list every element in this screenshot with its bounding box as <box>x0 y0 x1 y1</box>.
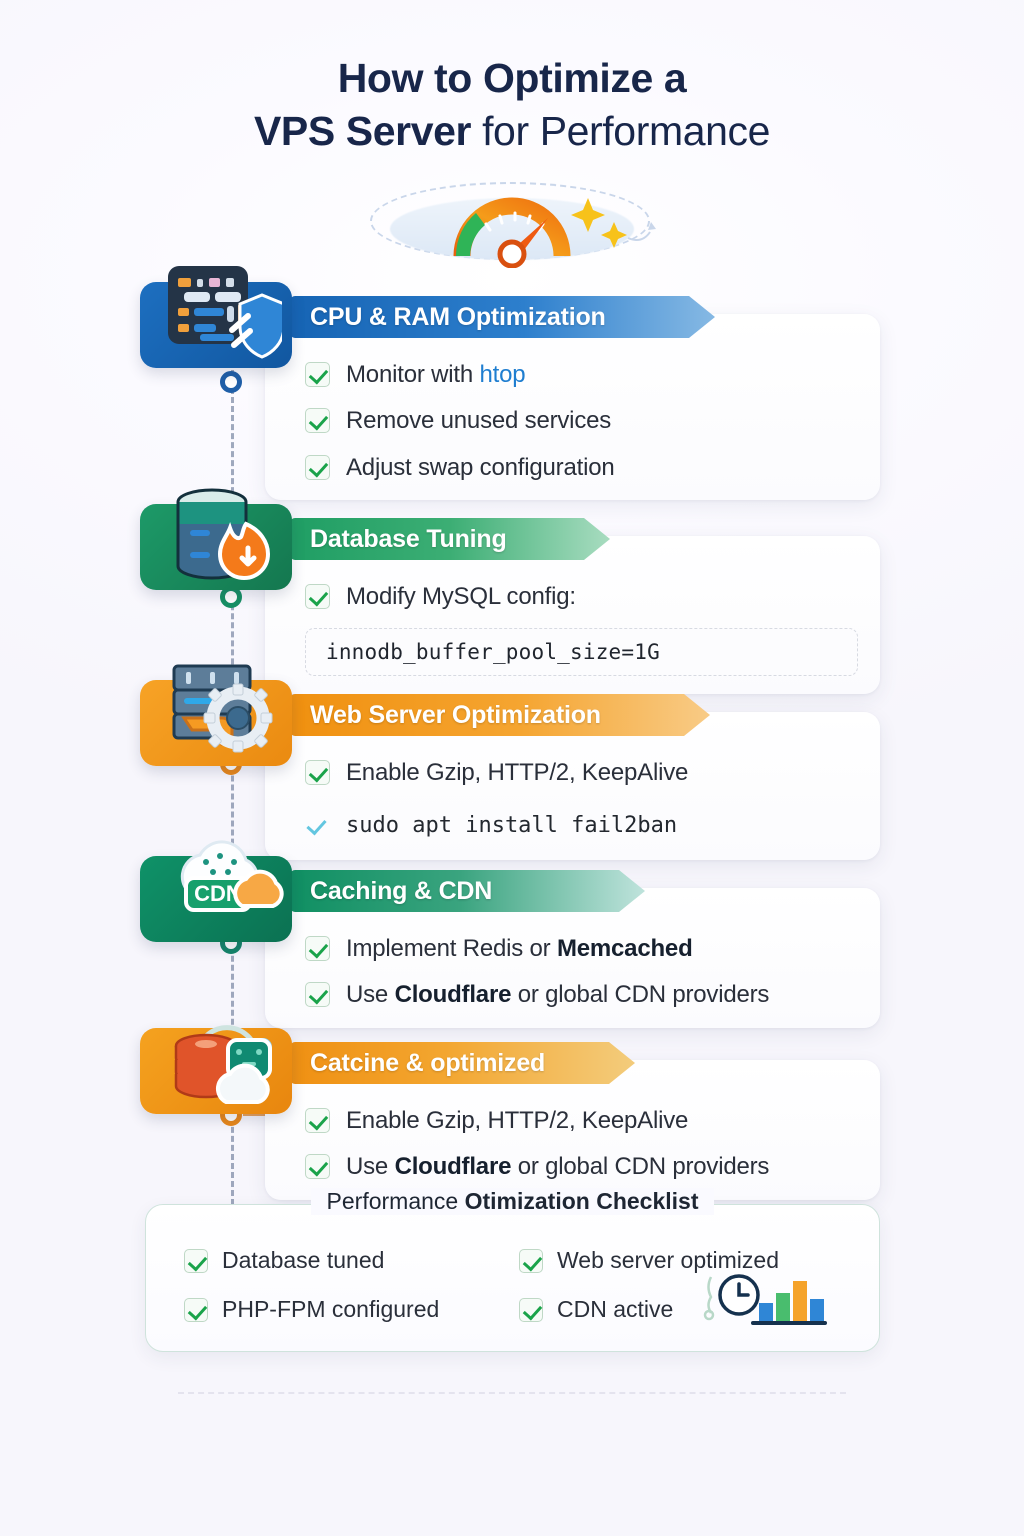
check-label-accent: htop <box>479 361 526 388</box>
section-header-ribbon: Catcine & optimized <box>290 1042 635 1084</box>
clock-bar-chart-icon <box>703 1274 827 1325</box>
check-label-prefix: Use <box>346 981 395 1009</box>
check-label-prefix: Monitor with <box>346 361 480 388</box>
checkbox-icon <box>305 1108 330 1134</box>
checkbox-icon <box>305 982 330 1008</box>
checklist-item: Web server optimized <box>519 1247 844 1274</box>
command-label: sudo apt install fail2ban <box>346 813 678 839</box>
check-label-bold: Cloudflare <box>394 1153 512 1181</box>
checklist-item: CDN active <box>519 1296 844 1323</box>
checklist-title: Performance Otimization Checklist <box>310 1188 715 1215</box>
hero-illustration <box>352 160 672 268</box>
checkbox-icon <box>519 1248 543 1273</box>
checkbox-icon <box>305 760 330 786</box>
checklist-label: Database tuned <box>222 1247 385 1273</box>
checklist-title-b: Otimization <box>464 1188 597 1214</box>
check-label-prefix: Use <box>346 1153 395 1181</box>
checkbox-icon <box>305 936 330 962</box>
check-label-bold: Memcached <box>556 935 693 962</box>
check-label: Adjust swap configuration <box>346 453 615 481</box>
checklist-item: Database tuned <box>184 1247 519 1274</box>
timeline <box>231 370 235 1205</box>
checkbox-icon <box>305 454 330 480</box>
server-dashboard-shield-icon <box>168 266 282 359</box>
section-header-ribbon: Web Server Optimization <box>290 694 710 736</box>
check-label-suffix: or global CDN providers <box>511 1153 770 1181</box>
check-label: Modify MySQL config: <box>346 583 576 610</box>
light-check-icon <box>305 813 330 838</box>
checklist-label: CDN active <box>557 1296 674 1322</box>
check-label: Enable Gzip, HTTP/2, KeepAlive <box>346 1107 689 1134</box>
checkbox-icon <box>519 1297 543 1322</box>
checklist-item: PHP-FPM configured <box>184 1296 519 1323</box>
checkbox-icon <box>305 584 330 610</box>
title-lead: VPS Server <box>253 108 472 154</box>
section-header-label: Database Tuning <box>310 524 507 553</box>
check-item: Monitor with htop <box>305 360 858 389</box>
checklist-grid: Database tuned Web server optimized PHP-… <box>184 1247 844 1323</box>
check-label-suffix: or global CDN providers <box>511 981 770 1009</box>
page-title: How to Optimize a VPS Server for Perform… <box>0 52 1024 158</box>
check-item: Remove unused services <box>305 406 858 435</box>
check-label-bold: Cloudflare <box>394 981 512 1009</box>
cdn-cloud-icon: CDN <box>180 840 284 912</box>
config-code-block: innodb_buffer_pool_size=1G <box>305 628 858 677</box>
check-label-prefix: Implement Redis or <box>346 935 557 962</box>
checklist-title-c: Checklist <box>596 1188 699 1214</box>
title-line-2: VPS Server for Performance <box>0 105 1024 158</box>
checkbox-icon <box>184 1297 208 1322</box>
section-header-ribbon: Database Tuning <box>290 518 610 560</box>
section-header-label: CPU & RAM Optimization <box>310 302 606 331</box>
check-item: Adjust swap configuration <box>305 453 858 482</box>
checklist-label: Web server optimized <box>557 1247 779 1273</box>
checkbox-icon <box>305 362 330 388</box>
check-label: Monitor with htop <box>346 360 526 389</box>
section-body-card: Enable Gzip, HTTP/2, KeepAlive sudo apt … <box>265 712 880 861</box>
check-item: Modify MySQL config: <box>305 582 858 611</box>
section-body-card: Monitor with htop Remove unused services… <box>265 314 880 500</box>
check-item: Enable Gzip, HTTP/2, KeepAlive <box>305 758 858 787</box>
redis-stack-cloud-icon <box>174 1025 272 1104</box>
server-rack-gear-icon <box>172 664 273 753</box>
section-header-label: Caching & CDN <box>310 876 493 905</box>
title-rest: for Performance <box>471 108 771 154</box>
database-flame-icon <box>176 488 271 581</box>
checklist-label: PHP-FPM configured <box>222 1296 440 1322</box>
check-label: Remove unused services <box>346 407 612 435</box>
section-body-card: Enable Gzip, HTTP/2, KeepAlive Use Cloud… <box>265 1060 880 1200</box>
section-header-ribbon: CPU & RAM Optimization <box>290 296 715 338</box>
command-item: sudo apt install fail2ban <box>305 813 858 838</box>
timeline-line <box>231 370 234 1205</box>
speedometer-gauge-icon <box>453 197 656 268</box>
checklist-title-a: Performance <box>326 1188 465 1214</box>
check-item: Enable Gzip, HTTP/2, KeepAlive <box>305 1106 858 1135</box>
check-item: Implement Redis or Memcached <box>305 934 858 963</box>
check-label: Implement Redis or Memcached <box>346 934 693 963</box>
check-label: Use Cloudflare or global CDN providers <box>346 1152 769 1181</box>
footer-divider <box>178 1392 846 1394</box>
title-line-1: How to Optimize a <box>337 55 687 101</box>
checkbox-icon <box>184 1248 208 1273</box>
check-item: Use Cloudflare or global CDN providers <box>305 980 858 1009</box>
section-header-label: Catcine & optimized <box>310 1048 546 1077</box>
performance-checklist-panel: Performance Otimization Checklist Databa… <box>145 1188 880 1352</box>
section-body-card: Modify MySQL config: innodb_buffer_pool_… <box>265 536 880 695</box>
checkbox-icon <box>305 1154 330 1180</box>
check-label: Use Cloudflare or global CDN providers <box>346 980 769 1009</box>
checkbox-icon <box>305 408 330 434</box>
section-header-label: Web Server Optimization <box>310 700 601 729</box>
check-item: Use Cloudflare or global CDN providers <box>305 1152 858 1181</box>
check-label: Enable Gzip, HTTP/2, KeepAlive <box>346 759 689 786</box>
section-header-ribbon: Caching & CDN <box>290 870 645 912</box>
timeline-dot-1 <box>220 371 242 393</box>
